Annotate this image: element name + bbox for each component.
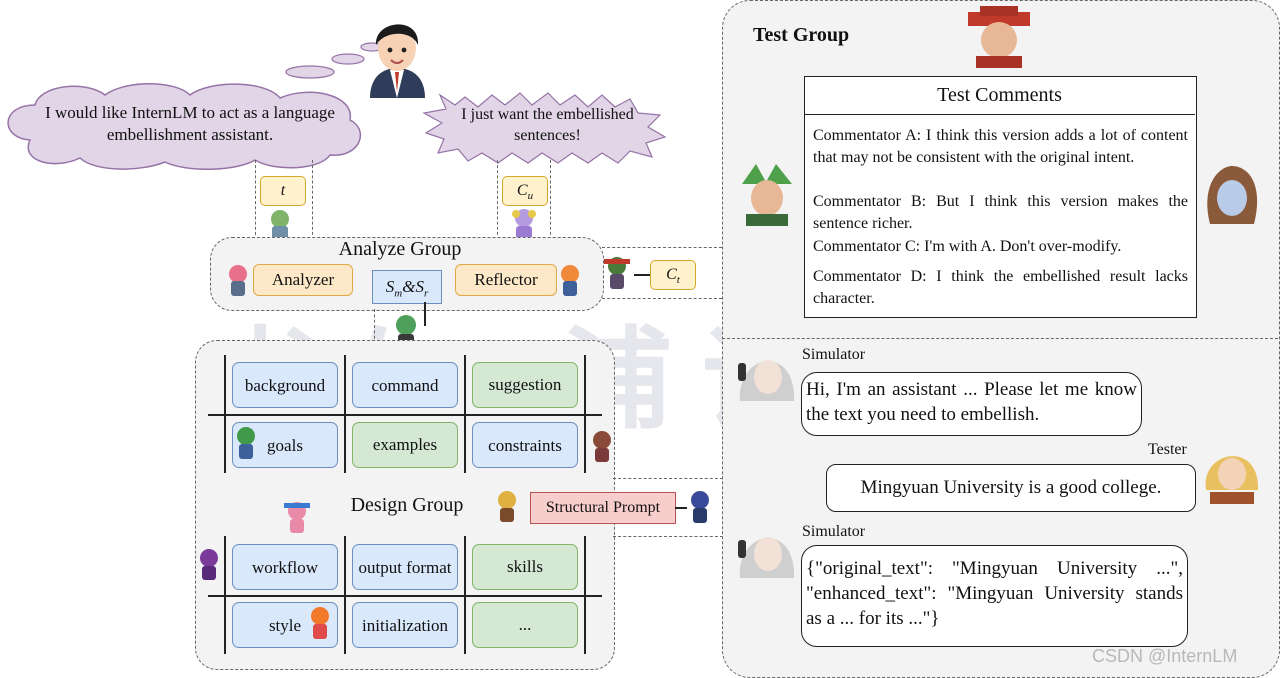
- sm-letter: S: [385, 277, 395, 296]
- tester-avatar: [1205, 456, 1259, 504]
- thought-cloud: [7, 83, 361, 170]
- user-constraint-text: I just want the embellished sentences!: [461, 106, 634, 144]
- connector: [424, 302, 426, 326]
- simulator-message-1: Hi, I'm an assistant ... Please let me k…: [801, 372, 1142, 436]
- symbol-t: t: [260, 176, 306, 206]
- connector: [675, 507, 687, 509]
- reflector-sprite-top: [512, 209, 536, 240]
- reflector-box: Reflector: [455, 264, 557, 296]
- ct-sprite: [604, 257, 630, 289]
- comment-d: Commentator D: I think the embellished r…: [813, 268, 1188, 307]
- block-command: command: [352, 362, 458, 408]
- connector: [497, 160, 498, 240]
- connector: [374, 309, 375, 344]
- reflector-sprite: [561, 265, 579, 296]
- symbol-cu: Cu: [502, 176, 548, 206]
- simulator-avatar-2: [738, 537, 795, 578]
- connector: [613, 478, 723, 479]
- workflow-sprite: [200, 549, 218, 580]
- spiky-speech-bubble: [422, 92, 667, 164]
- credit-text: CSDN @InternLM: [1092, 646, 1238, 666]
- comment-c: Commentator C: I'm with A. Don't over-mo…: [813, 238, 1122, 255]
- connector: [312, 160, 313, 240]
- commentator-right-avatar: [1207, 166, 1258, 224]
- design-group-title: Design Group: [350, 494, 464, 516]
- sr-subscript: r: [423, 287, 429, 300]
- block-initialization: initialization: [352, 602, 458, 648]
- block-ellipsis: ...: [472, 602, 578, 648]
- ct-subscript: t: [676, 274, 680, 287]
- ct-letter: C: [666, 266, 677, 283]
- test-group-divider: [722, 338, 1278, 339]
- style-sprite: [311, 607, 329, 639]
- structural-sprite-right: [691, 491, 709, 523]
- simulator-label-2: Simulator: [802, 523, 866, 540]
- structural-prompt-box: Structural Prompt: [530, 492, 676, 524]
- analyzer-sprite-top: [271, 210, 289, 240]
- tester-message: Mingyuan University is a good college.: [826, 464, 1196, 512]
- cu-subscript: u: [527, 190, 534, 203]
- test-comments-title: Test Comments: [804, 76, 1195, 115]
- connector: [602, 298, 722, 299]
- simulator-avatar-1: [738, 360, 795, 401]
- simulator-message-2: {"original_text": "Mingyuan University .…: [801, 545, 1188, 647]
- commentator-left-avatar: [742, 164, 792, 226]
- grid-line: [208, 595, 602, 597]
- user-avatar: [370, 24, 425, 98]
- test-group-leader-avatar: [968, 6, 1030, 68]
- sm-sr-box: Sm&Sr: [372, 270, 442, 304]
- analyze-group-title: Analyze Group: [338, 238, 462, 260]
- user-request-text: I would like InternLM to act as a langua…: [45, 103, 335, 144]
- block-workflow: workflow: [232, 544, 338, 590]
- test-group-title: Test Group: [753, 24, 850, 46]
- block-background: background: [232, 362, 338, 408]
- structural-sprite-left: [498, 491, 516, 522]
- connector: [255, 160, 256, 240]
- sm-subscript: m: [394, 287, 403, 300]
- cu-letter: C: [516, 182, 528, 199]
- block-constraints: constraints: [472, 422, 578, 468]
- test-comments-box: [804, 76, 1197, 318]
- simulator-label-1: Simulator: [802, 346, 866, 363]
- symbol-ct: Ct: [650, 260, 696, 290]
- analyzer-sprite: [229, 265, 247, 296]
- connector: [613, 536, 723, 537]
- sr-letter: &S: [402, 277, 424, 296]
- block-skills: skills: [472, 544, 578, 590]
- comment-b: Commentator B: But I think this version …: [813, 193, 1188, 232]
- block-output-format: output format: [352, 544, 458, 590]
- goals-sprite: [237, 427, 255, 459]
- grid-line: [208, 414, 602, 416]
- comment-a: Commentator A: I think this version adds…: [813, 127, 1188, 166]
- connector: [602, 247, 722, 248]
- connector: [550, 160, 551, 240]
- block-suggestion: suggestion: [472, 362, 578, 408]
- block-examples: examples: [352, 422, 458, 468]
- connector: [634, 274, 650, 276]
- tester-label: Tester: [1148, 441, 1187, 458]
- analyzer-box: Analyzer: [253, 264, 353, 296]
- constraints-sprite: [593, 431, 611, 462]
- design-group-sprite: [284, 502, 310, 533]
